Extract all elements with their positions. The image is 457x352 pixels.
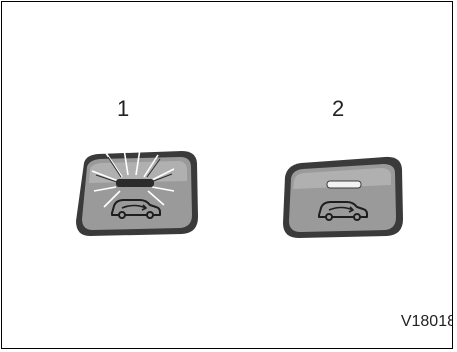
figure-reference-code: V18018: [401, 314, 453, 330]
button-label-1: 1: [117, 98, 129, 120]
figure-frame: 1 2: [1, 1, 453, 349]
indicator-light-on: [116, 179, 154, 187]
button-label-2: 2: [332, 98, 344, 120]
indicator-light-off: [327, 181, 361, 188]
recirculation-button-on: [70, 147, 202, 239]
recirculation-button-off: [277, 147, 409, 239]
